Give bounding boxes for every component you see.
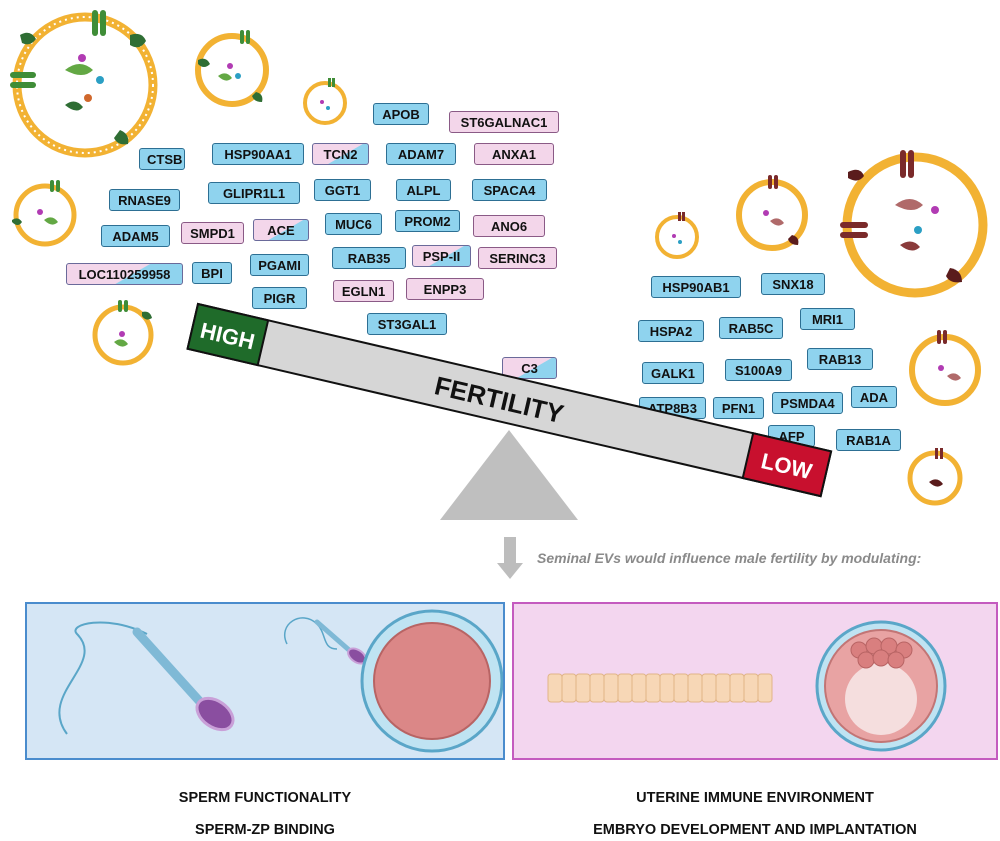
caption-sperm-functionality: SPERM FUNCTIONALITY	[178, 790, 352, 806]
protein-tag-ace: ACE	[253, 219, 309, 241]
protein-tag-hspa2: HSPA2	[638, 320, 704, 342]
protein-tag-adam5: ADAM5	[101, 225, 170, 247]
ev-bottom-green-icon	[92, 300, 154, 366]
protein-tag-ctsb: CTSB	[139, 148, 185, 170]
protein-tag-rab5c: RAB5C	[719, 317, 783, 339]
protein-tag-muc6: MUC6	[325, 213, 382, 235]
caption-uterine-immune: UTERINE IMMUNE ENVIRONMENT	[636, 790, 874, 806]
uterus-panel	[512, 602, 998, 760]
ev-medium-green-icon	[195, 30, 269, 107]
protein-tag-pgami: PGAMI	[250, 254, 309, 276]
oocyte	[373, 622, 491, 740]
protein-tag-psp-ii: PSP-II	[412, 245, 471, 267]
protein-tag-serinc3: SERINC3	[478, 247, 557, 269]
embryo-blastocoel	[845, 663, 917, 735]
sperm-panel	[25, 602, 505, 760]
protein-tag-st6galnac1: ST6GALNAC1	[449, 111, 559, 133]
protein-tag-smpd1: SMPD1	[181, 222, 244, 244]
ev-large-green-icon	[10, 10, 158, 158]
uterus-illustration	[547, 620, 947, 752]
sperm-2-midpiece	[314, 619, 352, 653]
sperm-1-midpiece	[132, 627, 207, 709]
down-arrow-icon	[497, 537, 523, 579]
protein-tag-c3: C3	[502, 357, 557, 379]
protein-tag-rnase9: RNASE9	[109, 189, 180, 211]
protein-tag-prom2: PROM2	[395, 210, 460, 232]
ev-left-green-icon	[12, 180, 77, 247]
protein-tag-s100a9: S100A9	[725, 359, 792, 381]
sperm-1-tail	[58, 621, 148, 735]
protein-tag-ada: ADA	[851, 386, 897, 408]
protein-tag-egln1: EGLN1	[333, 280, 394, 302]
protein-tag-snx18: SNX18	[761, 273, 825, 295]
balance-fulcrum	[440, 430, 578, 520]
protein-tag-loc110259958: LOC110259958	[66, 263, 183, 285]
ev-small-red-icon	[655, 212, 699, 259]
low-box	[741, 431, 833, 498]
ev-right-red-icon	[909, 330, 981, 406]
protein-tag-rab1a: RAB1A	[836, 429, 901, 451]
ev-bottom-red-icon	[907, 448, 963, 506]
protein-tag-galk1: GALK1	[642, 362, 704, 384]
protein-tag-glipr1l1: GLIPR1L1	[208, 182, 300, 204]
protein-tag-enpp3: ENPP3	[406, 278, 484, 300]
protein-tag-st3gal1: ST3GAL1	[367, 313, 447, 335]
inner-cell-mass	[850, 637, 913, 669]
protein-tag-ggt1: GGT1	[314, 179, 371, 201]
ev-medium-red-icon	[736, 175, 808, 251]
statement-text: Seminal EVs would influence male fertili…	[537, 550, 922, 566]
protein-tag-alpl: ALPL	[396, 179, 451, 201]
protein-tag-psmda4: PSMDA4	[772, 392, 843, 414]
high-box	[186, 302, 270, 367]
protein-tag-apob: APOB	[373, 103, 429, 125]
protein-tag-pigr: PIGR	[252, 287, 307, 309]
protein-tag-rab13: RAB13	[807, 348, 873, 370]
caption-sperm-zp-binding: SPERM-ZP BINDING	[195, 822, 335, 838]
protein-tag-hsp90ab1: HSP90AB1	[651, 276, 741, 298]
protein-tag-bpi: BPI	[192, 262, 232, 284]
protein-tag-hsp90aa1: HSP90AA1	[212, 143, 304, 165]
protein-tag-spaca4: SPACA4	[472, 179, 547, 201]
protein-tag-pfn1: PFN1	[713, 397, 764, 419]
protein-tag-ano6: ANO6	[473, 215, 545, 237]
epithelium-cells	[547, 673, 773, 703]
sperm-1-head	[195, 696, 235, 732]
ev-large-red-icon	[840, 150, 988, 298]
protein-tag-rab35: RAB35	[332, 247, 406, 269]
protein-tag-tcn2: TCN2	[312, 143, 369, 165]
sperm-illustration	[58, 609, 503, 753]
protein-tag-mri1: MRI1	[800, 308, 855, 330]
protein-tag-anxa1: ANXA1	[474, 143, 554, 165]
caption-embryo-development: EMBRYO DEVELOPMENT AND IMPLANTATION	[593, 822, 917, 838]
fertility-balance: HIGH LOW FERTILITY	[186, 302, 833, 520]
protein-tag-adam7: ADAM7	[386, 143, 456, 165]
ev-small-green-icon	[303, 78, 347, 125]
